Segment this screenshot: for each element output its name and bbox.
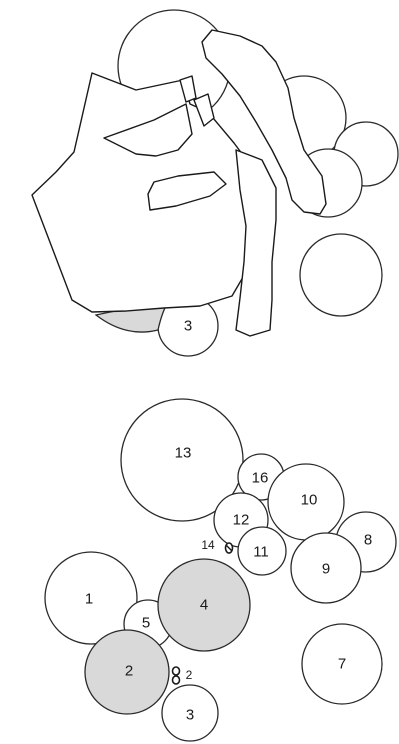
marker-2-small (173, 667, 180, 684)
label-11: 11 (253, 544, 269, 561)
label-14: 14 (201, 538, 215, 552)
upper-circle-right-4 (300, 234, 382, 316)
label-9: 9 (322, 561, 330, 578)
label-10: 10 (301, 492, 318, 509)
label-16: 16 (252, 470, 269, 487)
label-7: 7 (338, 656, 346, 673)
label-5: 5 (142, 615, 150, 632)
label-1: 1 (85, 591, 93, 608)
label-8: 8 (364, 532, 372, 549)
label-13: 13 (175, 445, 192, 462)
lower-panel: 13 16 10 12 11 8 9 7 1 5 4 2 3 14 2 (45, 399, 396, 741)
label-12: 12 (233, 512, 250, 529)
label-2-small: 2 (186, 668, 193, 682)
label-2: 2 (125, 663, 133, 680)
upper-panel: 3 (32, 10, 398, 356)
label-3: 3 (186, 707, 194, 724)
label-4: 4 (200, 597, 208, 614)
marker-14 (226, 543, 233, 553)
upper-label-3: 3 (184, 318, 192, 335)
